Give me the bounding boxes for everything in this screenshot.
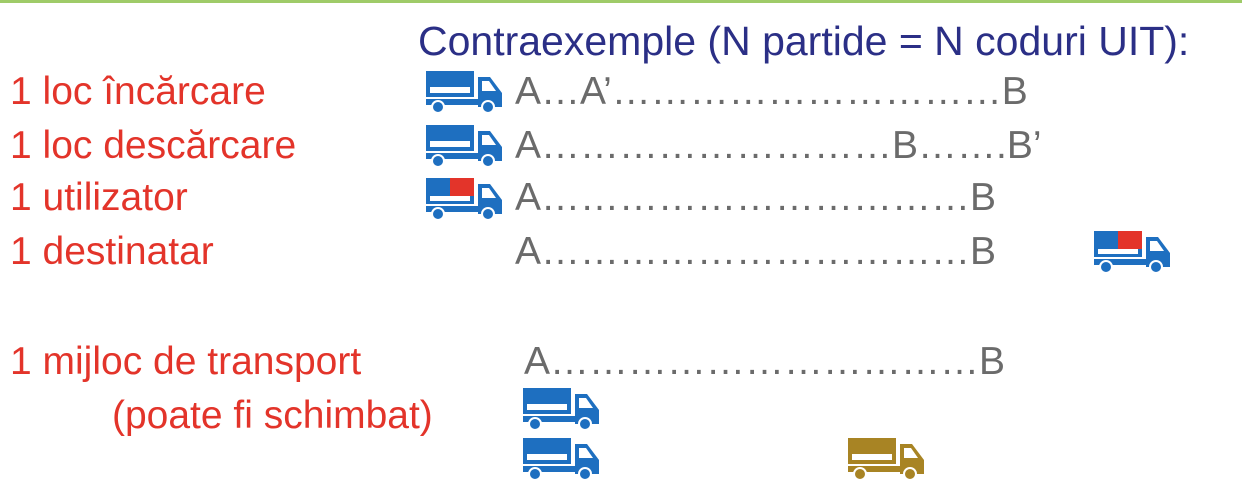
truck-red-cargo-icon <box>426 174 504 222</box>
top-divider <box>0 0 1242 3</box>
row-label-recipient: 1 destinatar <box>10 230 214 273</box>
truck-gold-icon <box>848 434 926 482</box>
transport-label-line2: (poate fi schimbat) <box>112 394 433 437</box>
row-label-loading: 1 loc încărcare <box>10 70 266 113</box>
route-transport: A……………………………B <box>524 340 1006 383</box>
route-loading: A…A’…………………………B <box>515 70 1028 113</box>
row-label-unloading: 1 loc descărcare <box>10 124 297 167</box>
truck-icon <box>426 121 504 169</box>
transport-label-line1: 1 mijloc de transport <box>10 340 362 383</box>
truck-icon <box>523 384 601 432</box>
row-label-user: 1 utilizator <box>10 176 188 219</box>
page-title: Contraexemple (N partide = N coduri UIT)… <box>418 18 1190 64</box>
route-recipient: A……………………………B <box>515 230 997 273</box>
truck-red-cargo-icon <box>1094 227 1172 275</box>
route-user: A……………………………B <box>515 176 997 219</box>
truck-icon <box>523 434 601 482</box>
truck-icon <box>426 67 504 115</box>
route-unloading: A………………………B…….B’ <box>515 124 1042 167</box>
